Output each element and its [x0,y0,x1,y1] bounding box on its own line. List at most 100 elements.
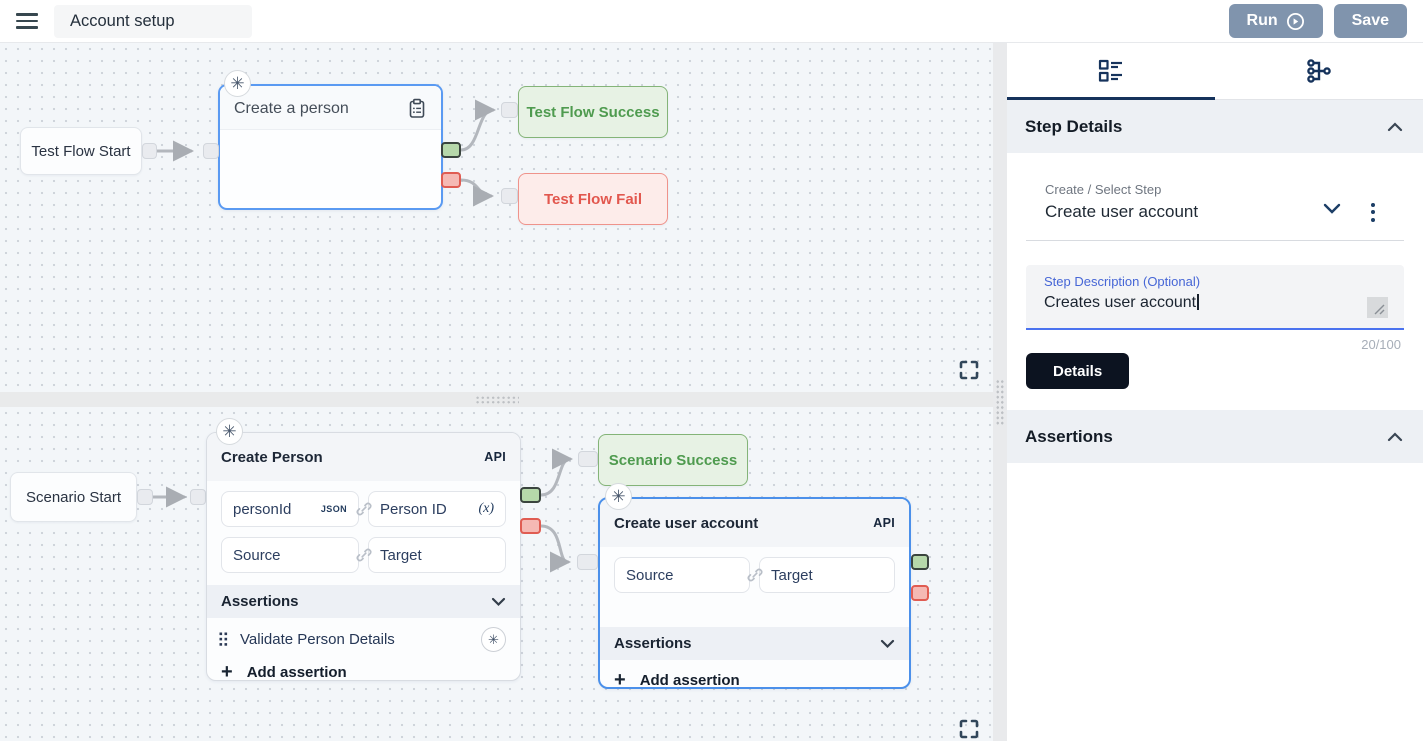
port-out-scenario-start[interactable] [137,489,153,505]
menu-icon[interactable] [16,13,38,29]
step-select-value[interactable]: Create user account [1045,202,1199,221]
add-assertion-label: Add assertion [639,671,740,689]
panel-splitter-vertical[interactable] [993,43,1007,741]
canvas-splitter-horizontal[interactable] [0,392,993,407]
divider [1026,240,1404,241]
chevron-down-icon[interactable] [880,639,895,649]
chevron-up-icon[interactable] [1387,431,1403,442]
port-in-create-a-person[interactable] [203,143,219,159]
node-create-a-person-title: Create a person [234,99,349,117]
port-fail-create-person[interactable] [520,518,541,534]
mapping-target-empty[interactable]: Target [759,557,895,593]
add-assertion-button[interactable]: + Add assertion [207,652,520,681]
save-button[interactable]: Save [1333,4,1407,38]
port-success-create-a-person[interactable] [441,142,461,158]
drag-handle-icon[interactable] [219,632,228,647]
step-details-panel: Step Details Create / Select Step Create… [1007,43,1423,741]
assertions-title: Assertions [1025,426,1113,446]
step-details-title: Step Details [1025,116,1123,136]
kebab-menu-icon[interactable] [1359,195,1387,229]
port-in-create-user-account[interactable] [577,554,598,570]
port-fail-create-a-person[interactable] [441,172,461,188]
node-test-flow-success[interactable]: Test Flow Success [518,86,668,138]
topbar: Account setup Run Save [0,0,1423,43]
port-out-test-flow-start[interactable] [142,143,157,159]
field-label: Person ID [380,500,447,518]
test-flow-canvas[interactable]: Test Flow Start Create a person ✳ [0,43,993,392]
node-create-user-account[interactable]: Create user account API Source Target [598,497,911,689]
asterisk-circle-icon[interactable]: ✳ [481,627,506,652]
run-button[interactable]: Run [1228,4,1323,38]
link-icon [356,502,371,516]
mapping-source-empty[interactable]: Source [221,537,359,573]
asterisk-badge-icon: ✳ [216,418,243,445]
node-create-user-account-title: Create user account [614,514,759,532]
fullscreen-icon[interactable] [956,357,982,383]
api-badge: API [484,450,506,464]
mapping-source-personid[interactable]: personId JSON [221,491,359,527]
port-success-create-person[interactable] [520,487,541,503]
port-fail-create-user-account[interactable] [911,585,929,601]
assertions-header[interactable]: Assertions [1007,410,1423,463]
edge-step-to-success [459,99,496,152]
node-scenario-success-label: Scenario Success [608,451,738,469]
node-scenario-start[interactable]: Scenario Start [10,472,137,522]
fullscreen-icon[interactable] [956,716,982,741]
step-select[interactable]: Create / Select Step Create user account [1045,182,1198,222]
node-create-person[interactable]: Create Person API personId JSON Person I… [206,432,521,681]
mapping-target-empty[interactable]: Target [368,537,506,573]
port-in-create-person[interactable] [190,489,206,505]
scenario-canvas[interactable]: Scenario Start Create Person API personI… [0,407,993,741]
chevron-down-icon[interactable] [1323,203,1341,214]
edges-layer [155,99,496,207]
api-badge: API [873,516,895,530]
asterisk-badge-icon: ✳ [605,483,632,510]
run-button-label: Run [1246,12,1278,29]
tab-step-details[interactable] [1007,43,1215,100]
node-test-flow-start-label: Test Flow Start [31,142,131,160]
step-select-label: Create / Select Step [1045,182,1162,197]
node-test-flow-fail[interactable]: Test Flow Fail [518,173,668,225]
node-scenario-success[interactable]: Scenario Success [598,434,748,486]
chevron-down-icon[interactable] [491,597,506,607]
node-test-flow-start[interactable]: Test Flow Start [20,127,142,175]
asterisk-badge-icon: ✳ [224,70,251,97]
step-description-field[interactable]: Step Description (Optional) Creates user… [1026,265,1404,330]
step-details-header[interactable]: Step Details [1007,100,1423,153]
list-details-icon [1098,59,1122,82]
port-in-test-flow-success[interactable] [501,102,518,118]
edge-create-person-to-success [539,448,573,497]
port-in-test-flow-fail[interactable] [501,188,518,204]
node-test-flow-success-label: Test Flow Success [526,103,660,121]
node-create-person-title: Create Person [221,448,323,466]
clipboard-icon[interactable] [407,98,427,119]
mapping-target-person-id[interactable]: Person ID (x) [368,491,506,527]
port-in-scenario-success[interactable] [578,451,598,467]
details-button[interactable]: Details [1026,353,1130,389]
field-label: Target [771,566,813,584]
flow-title-input[interactable]: Account setup [54,4,252,38]
add-assertion-label: Add assertion [246,663,347,681]
char-counter: 20/100 [1361,337,1401,352]
save-button-label: Save [1351,12,1389,29]
assertion-item-validate-person-details[interactable]: Validate Person Details ✳ [207,618,520,652]
node-test-flow-fail-label: Test Flow Fail [543,190,643,208]
json-tag: JSON [320,504,347,514]
plus-icon: + [221,661,233,681]
chevron-up-icon[interactable] [1387,121,1403,132]
link-icon [356,548,371,562]
field-label: Target [380,546,422,564]
splitter-handle-icon [474,395,519,404]
add-assertion-button[interactable]: + Add assertion [600,660,909,689]
tab-flow-schema[interactable] [1215,43,1423,99]
assertions-section-title: Assertions [614,635,692,652]
step-description-value[interactable]: Creates user account [1044,294,1386,312]
mapping-source-empty[interactable]: Source [614,557,750,593]
play-circle-icon [1286,12,1304,30]
port-success-create-user-account[interactable] [911,554,929,570]
node-create-a-person[interactable]: Create a person [218,84,443,210]
resize-grip-icon[interactable] [1367,297,1388,318]
field-label: Source [233,546,281,564]
text-caret [1197,294,1199,310]
assertion-name: Validate Person Details [240,631,395,648]
